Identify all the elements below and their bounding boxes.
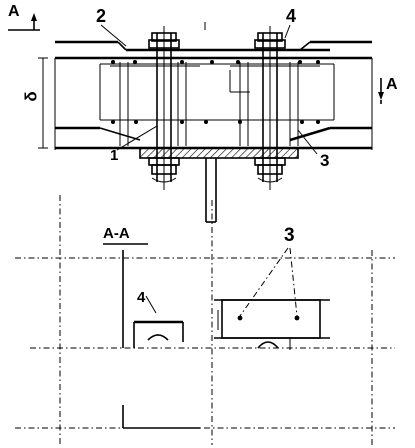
callout-2: 2 [96, 6, 107, 26]
callout-4-lower: 4 [137, 289, 146, 306]
section-marker-top [8, 13, 40, 31]
section-aa-leaders [145, 247, 298, 317]
section-aa-centerlines [15, 195, 395, 445]
section-label-top: A [8, 3, 20, 20]
callout-3: 3 [320, 151, 330, 170]
leader-lines [100, 24, 318, 155]
section-aa-plate-4 [133, 320, 184, 348]
dimension-height-label: δ [21, 91, 41, 102]
slab-body [54, 58, 373, 150]
dimension-height [38, 57, 48, 149]
center-mark [204, 22, 250, 93]
callout-1: 1 [110, 147, 119, 164]
bolt-right [254, 26, 286, 190]
top-flange-outline [55, 40, 372, 60]
section-marker-right [378, 78, 384, 104]
steel-beam-stem [205, 158, 217, 223]
rebar-cage-left [110, 60, 200, 146]
section-aa-bolt-group [214, 299, 330, 350]
section-title: A-A [103, 225, 130, 242]
section-label-right: A [386, 76, 398, 93]
callout-4: 4 [286, 6, 297, 26]
base-plate [139, 147, 299, 159]
callout-3-lower: 3 [284, 225, 295, 246]
rebar-cage-right [204, 60, 320, 146]
section-aa-walls [122, 250, 200, 429]
